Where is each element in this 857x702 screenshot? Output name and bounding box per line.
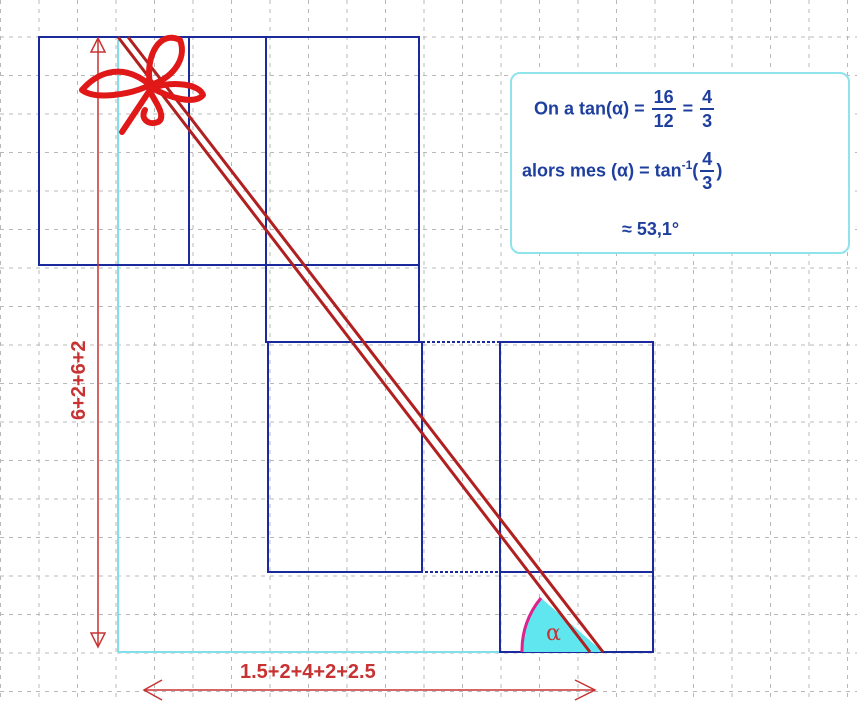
- angle-marker: α: [520, 597, 603, 653]
- horizontal-dimension: [142, 679, 597, 701]
- formula-line-2: alors mes (α) = tan-1( 4 3 ): [522, 150, 857, 192]
- formula-paren-open: (: [692, 160, 699, 181]
- vertical-sum-label: 6+2+6+2: [68, 340, 90, 420]
- fraction-4-3: 4 3: [700, 88, 715, 131]
- diagonal-line: [116, 36, 605, 653]
- formula-box: On a tan(α) = 16 12 = 4 3 alors mes (α) …: [510, 72, 850, 254]
- frac3-denominator: 3: [702, 173, 713, 193]
- frac3-numerator: 4: [700, 150, 715, 172]
- bow-icon: [79, 34, 206, 135]
- fraction-4-3-b: 4 3: [700, 150, 715, 193]
- fraction-16-12: 16 12: [651, 88, 676, 131]
- formula-line-1: On a tan(α) = 16 12 = 4 3: [534, 88, 857, 130]
- frac1-numerator: 16: [651, 88, 676, 110]
- frac2-denominator: 3: [702, 111, 713, 131]
- formula-inverse-sup: -1: [681, 157, 693, 172]
- horizontal-sum-label: 1.5+2+4+2+2.5: [240, 661, 376, 683]
- formula-line2-prefix: alors mes (α) = tan: [522, 160, 682, 181]
- rect-top-right: [265, 36, 420, 266]
- frac2-numerator: 4: [700, 88, 715, 110]
- rect-top-left-b: [188, 36, 267, 266]
- formula-equals: =: [682, 98, 694, 119]
- formula-line1-prefix: On a tan(α) =: [534, 98, 645, 119]
- formula-paren-close: ): [716, 160, 723, 181]
- formula-result: ≈ 53,1°: [622, 218, 680, 239]
- frac1-denominator: 12: [653, 111, 674, 131]
- vertical-dimension: [89, 36, 107, 649]
- angle-label: α: [546, 621, 561, 646]
- formula-line-3: ≈ 53,1°: [622, 218, 857, 240]
